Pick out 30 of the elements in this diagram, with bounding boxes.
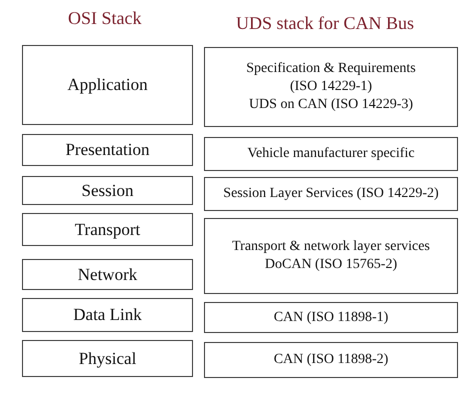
uds-layer-box (204, 137, 458, 171)
column-heading: UDS stack for CAN Bus (236, 13, 414, 34)
osi-layer-box (22, 298, 193, 332)
osi-layer-box (22, 213, 193, 246)
layer-description: UDS on CAN (ISO 14229-3) (248, 96, 414, 114)
layer-name: Physical (78, 348, 136, 368)
layer-name: Session (82, 180, 134, 200)
osi-layer-box (22, 340, 193, 377)
layer-name: Network (78, 264, 138, 284)
osi-layer-box (22, 45, 193, 125)
layer-description: DoCAN (ISO 15765-2) (264, 256, 398, 274)
uds-layer-box (204, 342, 458, 378)
layer-name: Application (67, 75, 148, 95)
layer-description: CAN (ISO 11898-2) (274, 351, 388, 369)
uds-layer-box (204, 177, 458, 211)
layer-description: Session Layer Services (ISO 14229-2) (223, 185, 439, 203)
uds-layer-box (204, 218, 458, 294)
osi-layer-box (22, 176, 193, 205)
column-heading: OSI Stack (68, 8, 142, 29)
osi-layer-box (22, 134, 193, 166)
layer-description: CAN (ISO 11898-1) (274, 308, 388, 326)
uds-layer-box (204, 302, 458, 333)
layer-name: Transport (74, 220, 140, 240)
layer-name: Presentation (65, 140, 150, 160)
uds-layer-box (204, 47, 458, 127)
layer-description: Transport & network layer services (232, 238, 430, 256)
layer-description: Vehicle manufacturer specific (247, 145, 415, 163)
layer-name: Data Link (73, 305, 142, 325)
osi-layer-box (22, 259, 193, 290)
layer-description: Specification & Requirements (ISO 14229-1) (245, 60, 417, 96)
